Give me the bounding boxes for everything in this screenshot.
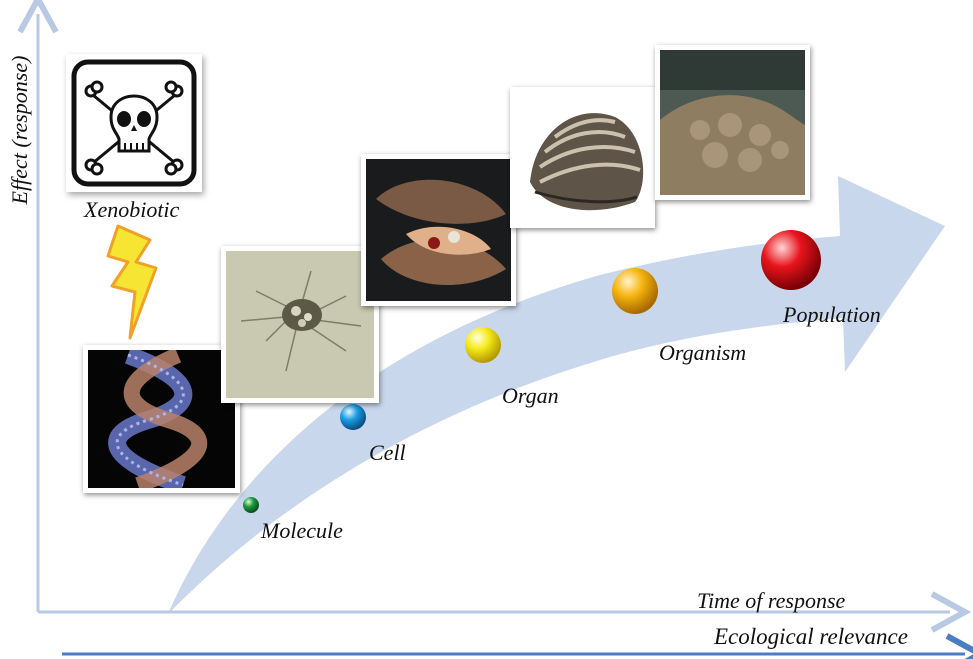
population-sphere — [761, 230, 821, 290]
xenobiotic-label: Xenobiotic — [84, 197, 179, 223]
y-axis-label: Effect (response) — [7, 45, 33, 215]
level-label-population: Population — [783, 302, 881, 328]
level-label-organ: Organ — [502, 383, 559, 409]
zebra-mussel-image — [510, 87, 655, 228]
organ-sphere — [465, 327, 501, 363]
skull-crossbones-drawing — [71, 59, 197, 187]
cell-sphere — [340, 404, 366, 430]
level-label-organism: Organism — [659, 340, 746, 366]
organism-sphere — [612, 268, 658, 314]
mussel-colony-image — [655, 45, 810, 200]
molecule-sphere — [243, 497, 259, 513]
cell-microscopy-image — [221, 246, 379, 403]
dna-helix-image — [83, 345, 240, 493]
skull-crossbones-icon — [66, 54, 202, 192]
open-mussel-image — [361, 154, 516, 306]
x-axis-label: Time of response — [697, 588, 845, 614]
ecological-relevance-label: Ecological relevance — [714, 624, 908, 650]
lightning-bolt-icon — [108, 226, 156, 338]
level-label-cell: Cell — [369, 440, 406, 466]
level-label-molecule: Molecule — [261, 518, 343, 544]
